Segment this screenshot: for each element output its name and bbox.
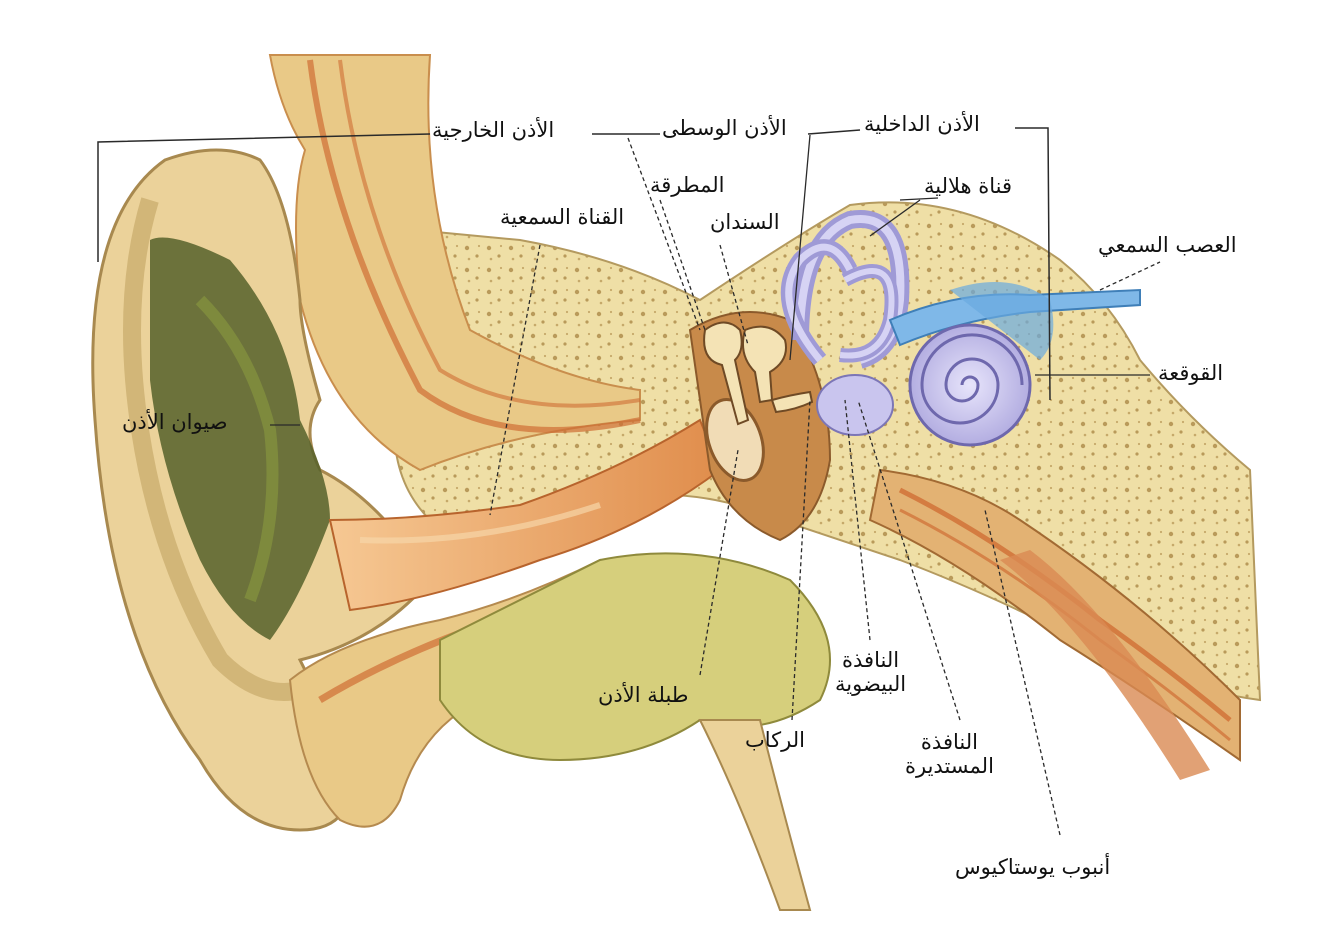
label-round-window: النافذة المستديرة [905, 730, 994, 778]
label-ear-canal: القناة السمعية [500, 205, 625, 229]
label-round-window-line1: النافذة [920, 730, 978, 754]
label-middle-ear: الأذن الوسطى [662, 116, 787, 140]
muscle-strands [1000, 550, 1210, 780]
concha [150, 237, 330, 640]
label-oval-window-line1: النافذة [842, 648, 900, 672]
label-outer-ear: الأذن الخارجية [432, 118, 555, 142]
bracket-lines [97, 127, 1051, 401]
label-semicircular-canal: قناة هلالية [924, 174, 1013, 198]
label-oval-window: النافذة البيضوية [835, 648, 906, 696]
stirrup [770, 390, 814, 414]
hammer [703, 321, 750, 426]
label-cochlea: القوقعة [1158, 361, 1224, 385]
lower-soft-tissue [439, 552, 831, 762]
label-auditory-nerve: العصب السمعي [1098, 233, 1237, 257]
anvil [742, 325, 787, 404]
label-stirrup: الركاب [745, 728, 805, 752]
label-pinna: صيوان الأذن [122, 410, 228, 434]
label-oval-window-line2: البيضوية [835, 672, 907, 697]
label-eardrum: طبلة الأذن [598, 683, 689, 707]
label-hammer: المطرقة [650, 173, 725, 197]
label-eustachian-tube: أنبوب يوستاكيوس [955, 855, 1111, 879]
label-anvil: السندان [710, 210, 780, 234]
styloid [698, 719, 812, 911]
upper-skull-skin [268, 54, 641, 472]
label-round-window-line2: المستديرة [905, 754, 994, 779]
vestibule [816, 374, 894, 436]
leader-lines [270, 134, 1161, 836]
pinna-helix [123, 197, 303, 701]
eardrum [705, 398, 765, 482]
auditory-nerve [888, 288, 1141, 347]
label-inner-ear: الأذن الداخلية [864, 112, 980, 136]
cochlea [908, 323, 1032, 447]
